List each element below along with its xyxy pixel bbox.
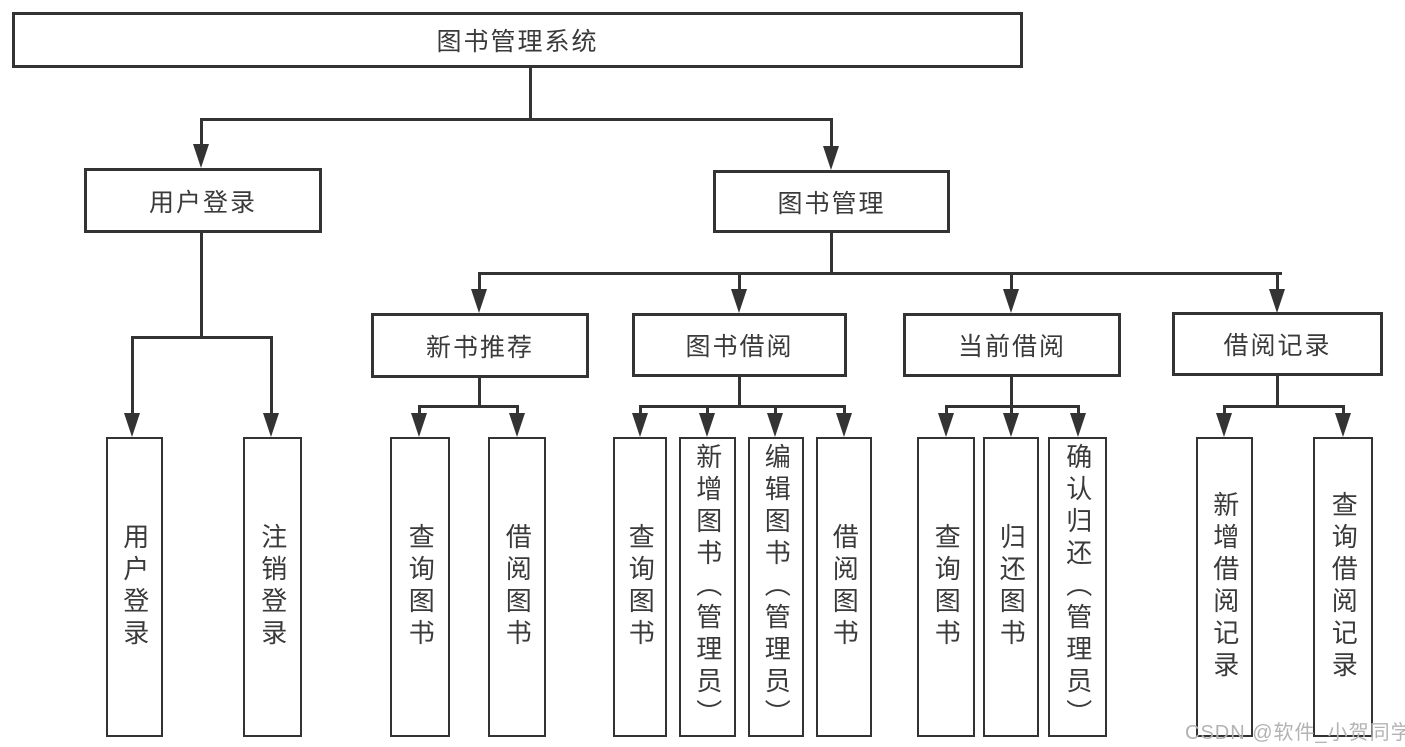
leaf-query-books-borrowing: 查询图书 [613, 437, 667, 737]
leaf-query-books-recommend-label: 查询图书 [405, 523, 436, 651]
connector-root-branch [200, 118, 833, 121]
arrow-down-icon [193, 144, 209, 168]
connector-level3-drop [478, 272, 481, 290]
arrow-down-icon [1335, 413, 1351, 437]
connector-user-login-branch [131, 336, 273, 339]
arrow-down-icon [471, 289, 487, 313]
arrow-down-icon [1216, 413, 1232, 437]
arrow-down-icon [699, 413, 715, 437]
node-current-borrowing: 当前借阅 [903, 313, 1121, 377]
leaf-user-login-label: 用户登录 [119, 523, 150, 651]
leaf-query-books-current: 查询图书 [917, 437, 975, 737]
connector-user-login-drop [200, 118, 203, 146]
arrow-down-icon [1003, 289, 1019, 313]
node-book-borrowing-label: 图书借阅 [685, 333, 794, 361]
leaf-return-book-label: 归还图书 [996, 523, 1027, 651]
connector-book-mgmt-stem [830, 233, 833, 275]
connector-leaf-drop [945, 405, 948, 415]
leaf-query-borrow-record-label: 查询借阅记录 [1328, 491, 1359, 683]
arrow-down-icon [1070, 413, 1086, 437]
connector-current-borrow-stem [1010, 377, 1013, 408]
leaf-borrow-books-recommend: 借阅图书 [488, 437, 546, 737]
connector-book-mgmt-drop [830, 118, 833, 148]
connector-level3-drop [738, 272, 741, 290]
connector-leaf-drop [843, 405, 846, 415]
node-book-management: 图书管理 [713, 170, 950, 233]
leaf-return-book: 归还图书 [983, 437, 1039, 737]
connector-book-borrow-branch [639, 405, 846, 408]
leaf-borrow-books-recommend-label: 借阅图书 [502, 523, 533, 651]
arrow-down-icon [411, 413, 427, 437]
leaf-query-borrow-record: 查询借阅记录 [1313, 437, 1373, 737]
arrow-down-icon [938, 413, 954, 437]
leaf-edit-book-admin-label: 编辑图书（管理员） [761, 443, 792, 731]
node-library-system-label: 图书管理系统 [436, 28, 599, 56]
connector-new-book-branch [418, 405, 519, 408]
arrow-down-icon [509, 413, 525, 437]
connector-level3-drop [1010, 272, 1013, 290]
arrow-down-icon [632, 413, 648, 437]
leaf-add-borrow-record-label: 新增借阅记录 [1209, 491, 1240, 683]
leaf-borrow-books-borrowing: 借阅图书 [816, 437, 872, 737]
leaf-add-book-admin-label: 新增图书（管理员） [692, 443, 723, 731]
node-borrowing-records-label: 借阅记录 [1223, 332, 1332, 360]
leaf-user-login: 用户登录 [106, 437, 163, 737]
connector-borrow-records-stem [1276, 376, 1279, 408]
arrow-down-icon [1269, 289, 1285, 313]
arrow-down-icon [731, 289, 747, 313]
connector-leaf-drop [1077, 405, 1080, 415]
leaf-logout: 注销登录 [243, 437, 302, 737]
connector-leaf-drop [516, 405, 519, 415]
arrow-down-icon [823, 146, 839, 170]
node-current-borrowing-label: 当前借阅 [957, 333, 1066, 361]
leaf-query-books-recommend: 查询图书 [390, 437, 450, 737]
node-new-book-recommendation: 新书推荐 [371, 313, 589, 378]
node-book-management-label: 图书管理 [777, 189, 886, 218]
arrow-down-icon [767, 413, 783, 437]
connector-leaf-drop [1223, 405, 1226, 415]
connector-leaf-drop [131, 336, 134, 414]
watermark-text: CSDN @软件_小贺同学 [1185, 722, 1405, 744]
leaf-add-borrow-record: 新增借阅记录 [1196, 437, 1253, 737]
connector-level3-drop [1276, 272, 1279, 290]
connector-user-login-stem [200, 233, 203, 339]
connector-root-stem [529, 66, 532, 121]
leaf-logout-label: 注销登录 [257, 523, 288, 651]
leaf-query-books-borrowing-label: 查询图书 [625, 523, 656, 651]
connector-leaf-drop [1342, 405, 1345, 415]
arrow-down-icon [836, 413, 852, 437]
connector-borrow-records-branch [1223, 405, 1345, 408]
node-book-borrowing: 图书借阅 [632, 313, 847, 377]
connector-new-book-stem [478, 378, 481, 408]
leaf-query-books-current-label: 查询图书 [931, 523, 962, 651]
connector-leaf-drop [418, 405, 421, 415]
connector-book-borrow-stem [738, 377, 741, 408]
connector-leaf-drop [270, 336, 273, 414]
node-new-book-recommendation-label: 新书推荐 [425, 333, 534, 362]
connector-book-mgmt-branch [478, 272, 1282, 275]
node-user-login: 用户登录 [84, 168, 322, 233]
arrow-down-icon [1003, 413, 1019, 437]
connector-leaf-drop [706, 405, 709, 415]
connector-leaf-drop [1010, 405, 1013, 415]
arrow-down-icon [124, 413, 140, 437]
node-borrowing-records: 借阅记录 [1172, 312, 1383, 376]
connector-leaf-drop [639, 405, 642, 415]
leaf-add-book-admin: 新增图书（管理员） [679, 437, 736, 737]
leaf-confirm-return-admin-label: 确认归还（管理员） [1062, 443, 1093, 731]
leaf-borrow-books-borrowing-label: 借阅图书 [829, 523, 860, 651]
connector-leaf-drop [774, 405, 777, 415]
node-user-login-label: 用户登录 [148, 188, 257, 217]
node-library-system: 图书管理系统 [12, 12, 1023, 68]
leaf-edit-book-admin: 编辑图书（管理员） [748, 437, 804, 737]
arrow-down-icon [263, 413, 279, 437]
leaf-confirm-return-admin: 确认归还（管理员） [1048, 437, 1107, 737]
